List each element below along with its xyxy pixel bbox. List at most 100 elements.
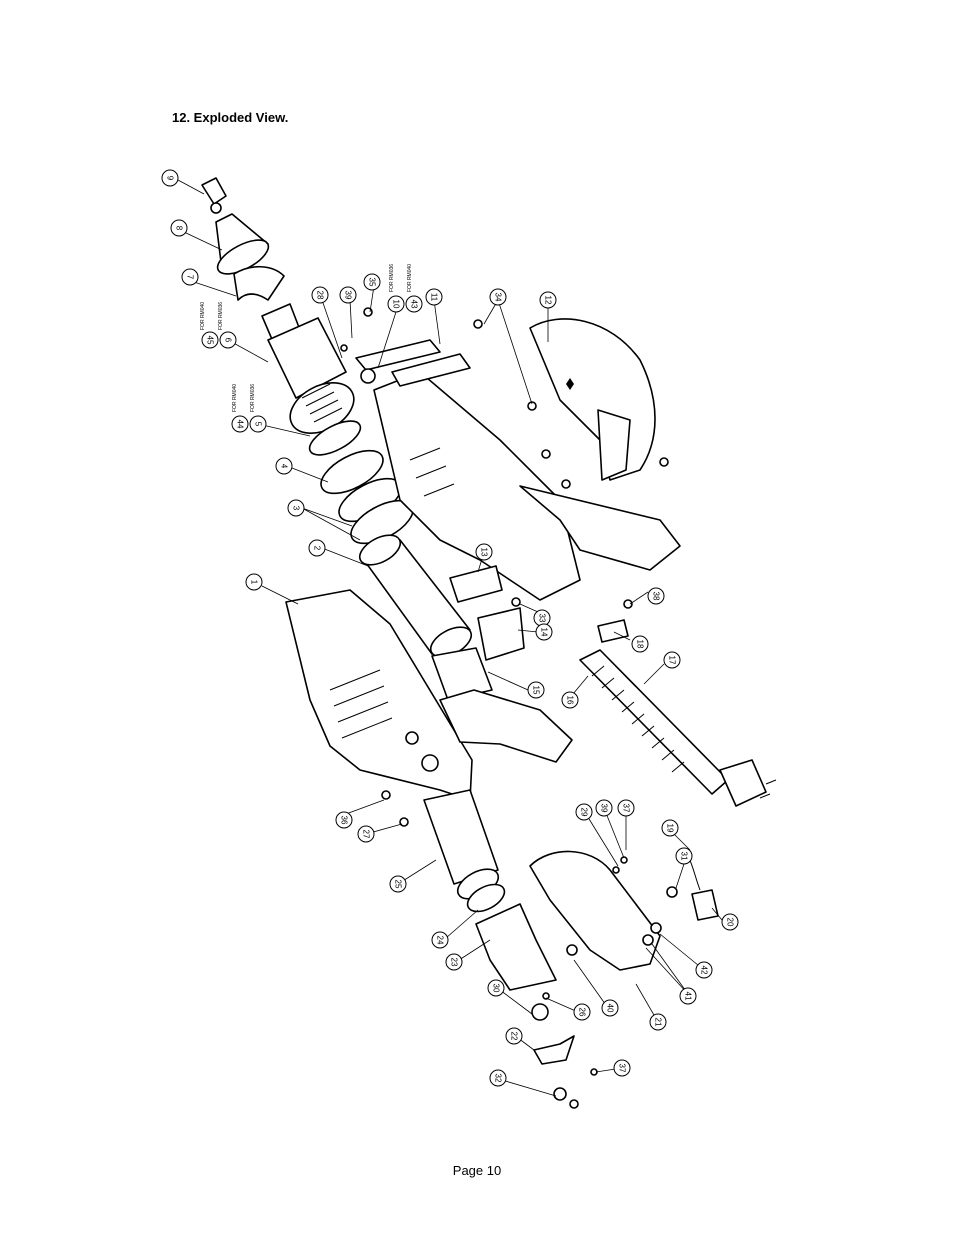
callout-29: 29 (575, 803, 593, 821)
svg-text:12: 12 (544, 296, 553, 305)
svg-text:28: 28 (316, 291, 325, 300)
svg-text:3: 3 (292, 506, 301, 511)
svg-text:1: 1 (250, 580, 259, 585)
callout-3: 3 (287, 499, 305, 517)
svg-text:6: 6 (224, 338, 233, 343)
svg-text:32: 32 (494, 1074, 503, 1083)
callout-35: 35 (363, 273, 381, 291)
callout-42: 42 (695, 961, 713, 979)
svg-text:13: 13 (480, 548, 489, 557)
svg-text:27: 27 (362, 830, 371, 839)
svg-text:37: 37 (618, 1064, 627, 1073)
part-stand-bracket (529, 850, 661, 971)
svg-text:24: 24 (436, 936, 445, 945)
callout-37-top: 37 (617, 799, 635, 817)
svg-text:31: 31 (680, 852, 689, 861)
callout-20: 20 (721, 913, 739, 931)
svg-text:5: 5 (254, 422, 263, 427)
callout-4: 4 (275, 457, 293, 475)
callout-22: 22 (505, 1027, 523, 1045)
svg-text:38: 38 (652, 592, 661, 601)
svg-text:37: 37 (622, 804, 631, 813)
svg-text:30: 30 (492, 984, 501, 993)
callout-40: 40 (601, 999, 619, 1017)
callout-28: 28 (311, 286, 329, 304)
callout-15: 15 (527, 681, 545, 699)
svg-text:39: 39 (600, 804, 609, 813)
note-for-rm040-43: FOR RM040 (407, 264, 413, 292)
callout-32: 32 (489, 1069, 507, 1087)
callout-2: 2 (308, 539, 326, 557)
part-cord-clamp (597, 619, 629, 643)
svg-text:16: 16 (566, 696, 575, 705)
callout-39-top: 39 (339, 286, 357, 304)
note-for-rm036-top: FOR RM036 (218, 302, 224, 330)
callout-12: 12 (539, 291, 557, 309)
svg-text:43: 43 (410, 300, 419, 309)
callout-23: 23 (445, 953, 463, 971)
svg-text:42: 42 (700, 966, 709, 975)
svg-text:45: 45 (206, 336, 215, 345)
svg-text:4: 4 (280, 464, 289, 469)
svg-text:25: 25 (394, 880, 403, 889)
page-number: Page 10 (452, 1163, 502, 1178)
leader-lines (177, 179, 723, 1097)
callout-11: 11 (425, 288, 443, 306)
callout-38: 38 (647, 587, 665, 605)
svg-text:19: 19 (666, 824, 675, 833)
svg-text:23: 23 (450, 958, 459, 967)
svg-text:44: 44 (236, 420, 245, 429)
svg-text:35: 35 (368, 278, 377, 287)
callout-26: 26 (573, 1003, 591, 1021)
part-motor-tube (358, 534, 473, 658)
part-heating-elements (355, 339, 471, 387)
svg-text:10: 10 (392, 300, 401, 309)
part-thermostat (683, 849, 719, 921)
note-for-rm040-top: FOR RM040 (200, 302, 206, 330)
note-for-rm036-10: FOR RM036 (389, 264, 395, 292)
svg-text:17: 17 (668, 656, 677, 665)
callout-10: 10 (387, 295, 405, 313)
part-handle-cover (529, 318, 656, 481)
callout-34: 34 (489, 288, 507, 306)
svg-text:11: 11 (430, 293, 439, 302)
callout-45-top: 45 (201, 331, 219, 349)
callout-7: 7 (181, 268, 199, 286)
svg-text:18: 18 (636, 640, 645, 649)
callout-39-bottom: 39 (595, 799, 613, 817)
section-heading: 12. Exploded View. (172, 110, 289, 125)
note-for-rm040-mid: FOR RM040 (232, 384, 238, 412)
svg-text:7: 7 (186, 275, 195, 280)
part-main-housing (373, 371, 681, 601)
svg-text:22: 22 (510, 1032, 519, 1041)
callout-1: 1 (245, 573, 263, 591)
callout-31: 31 (675, 847, 693, 865)
svg-text:14: 14 (540, 628, 549, 637)
svg-text:15: 15 (532, 686, 541, 695)
svg-text:33: 33 (538, 614, 547, 623)
callout-27: 27 (357, 825, 375, 843)
callout-44: 44 (231, 415, 249, 433)
note-for-rm036-mid: FOR RM036 (250, 384, 256, 412)
svg-text:20: 20 (726, 918, 735, 927)
callout-24: 24 (431, 931, 449, 949)
svg-text:39: 39 (344, 291, 353, 300)
part-front-housing (261, 303, 355, 434)
svg-text:2: 2 (313, 546, 322, 551)
callout-14: 14 (535, 623, 553, 641)
callout-9: 9 (161, 169, 179, 187)
callout-6: 6 (219, 331, 237, 349)
svg-text:8: 8 (175, 226, 184, 231)
part-small-screws (340, 307, 678, 1109)
svg-text:21: 21 (654, 1018, 663, 1027)
callout-25: 25 (389, 875, 407, 893)
svg-text:34: 34 (494, 293, 503, 302)
svg-text:36: 36 (340, 816, 349, 825)
callout-33: 33 (533, 609, 551, 627)
svg-text:26: 26 (578, 1008, 587, 1017)
part-half-shell-right (439, 689, 573, 763)
part-power-cord (579, 649, 777, 807)
callout-5: 5 (249, 415, 267, 433)
callout-36: 36 (335, 811, 353, 829)
